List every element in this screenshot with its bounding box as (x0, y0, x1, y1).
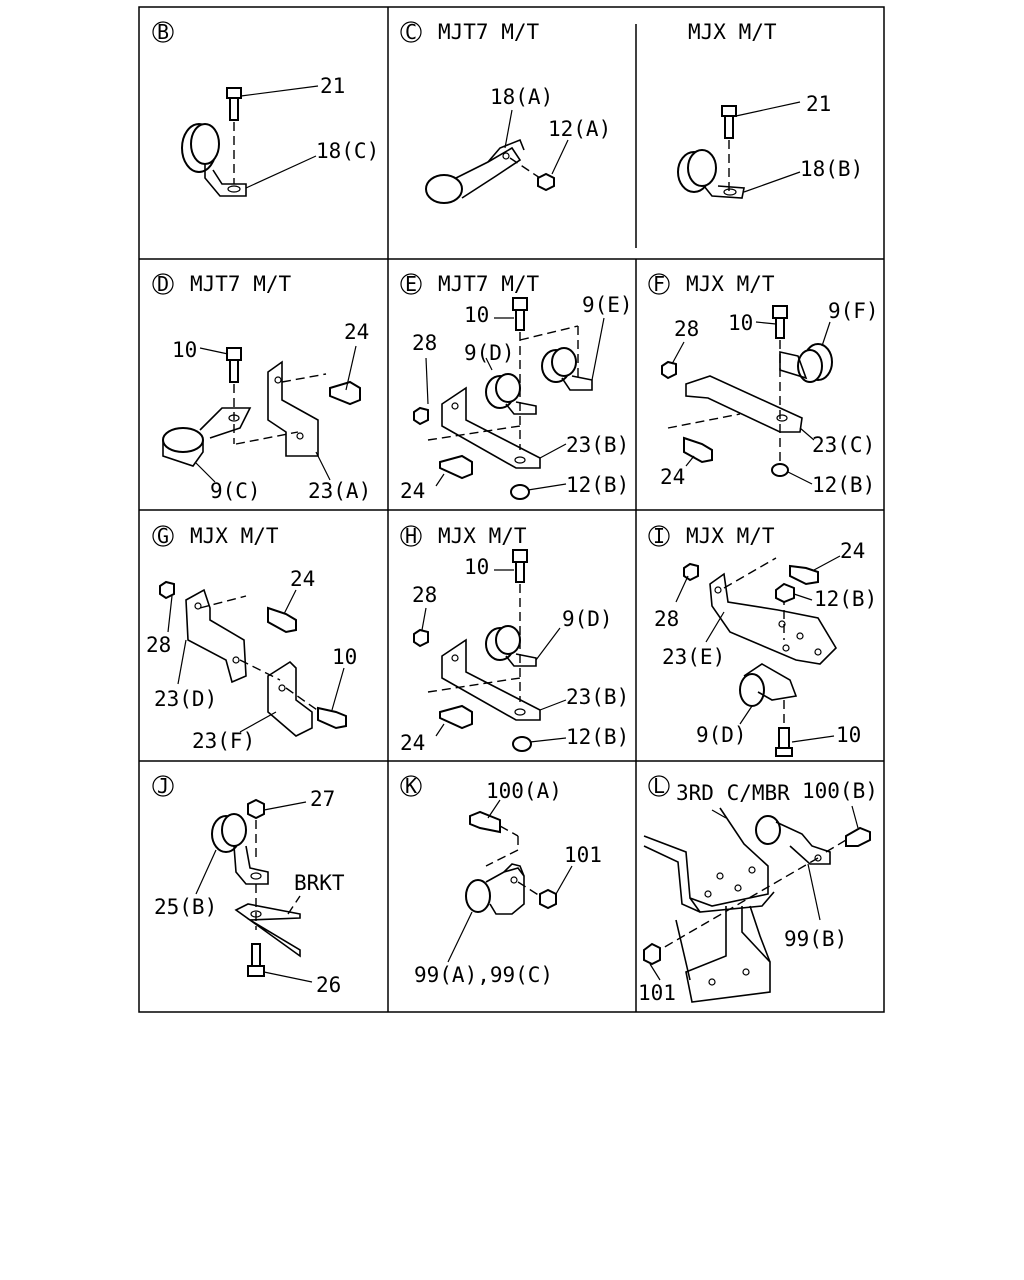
panel-letter: C (405, 20, 417, 44)
variant-label: MJX M/T (438, 524, 527, 548)
label-99b: 99(B) (784, 927, 847, 951)
label-24: 24 (840, 539, 865, 563)
label-23a: 23(A) (308, 479, 371, 503)
label-24: 24 (400, 479, 425, 503)
label-99a-99c: 99(A),99(C) (414, 963, 553, 987)
label-28: 28 (146, 633, 171, 657)
variant-label: MJX M/T (686, 524, 775, 548)
label-24: 24 (660, 465, 685, 489)
label-9f: 9(F) (828, 299, 879, 323)
panel-k: K 100(A) 101 99(A),99(C) (400, 774, 602, 987)
label-24: 24 (290, 567, 315, 591)
panel-h: H MJX M/T 10 28 9(D) 23(B) 24 12(B) (400, 524, 629, 755)
label-10: 10 (728, 311, 753, 335)
panel-letter: F (653, 272, 665, 296)
label-24: 24 (344, 320, 369, 344)
label-21: 21 (806, 92, 831, 116)
variant-label: MJX M/T (686, 272, 775, 296)
label-23c: 23(C) (812, 433, 875, 457)
label-26: 26 (316, 973, 341, 997)
panel-letter: H (405, 524, 417, 548)
label-10: 10 (332, 645, 357, 669)
label-23b: 23(B) (566, 433, 629, 457)
label-10: 10 (172, 338, 197, 362)
grid-frame (138, 6, 885, 1013)
label-23e: 23(E) (662, 645, 725, 669)
label-12b: 12(B) (812, 473, 875, 497)
panel-letter: L (653, 774, 665, 798)
label-21: 21 (320, 74, 345, 98)
label-12b: 12(B) (566, 473, 629, 497)
label-9d: 9(D) (696, 723, 747, 747)
label-18a: 18(A) (490, 85, 553, 109)
label-28: 28 (674, 317, 699, 341)
label-12a: 12(A) (548, 117, 611, 141)
variant-label: MJX M/T (688, 20, 777, 44)
label-10: 10 (464, 303, 489, 327)
label-23b: 23(B) (566, 685, 629, 709)
label-10: 10 (464, 555, 489, 579)
label-27: 27 (310, 787, 335, 811)
panel-letter: J (157, 774, 169, 798)
label-18c: 18(C) (316, 139, 379, 163)
label-12b: 12(B) (814, 587, 877, 611)
label-28: 28 (412, 583, 437, 607)
label-brkt: BRKT (294, 871, 345, 895)
label-23f: 23(F) (192, 729, 255, 753)
panel-letter: I (653, 524, 665, 548)
variant-label: MJT7 M/T (438, 20, 540, 44)
label-101: 101 (564, 843, 602, 867)
panel-letter: B (157, 20, 169, 44)
variant-label: MJX M/T (190, 524, 279, 548)
panel-i: I MJX M/T 24 28 12(B) 23(E) 9(D) (648, 524, 877, 757)
label-12b: 12(B) (566, 725, 629, 749)
panel-letter: D (157, 272, 169, 296)
label-9d: 9(D) (562, 607, 613, 631)
label-24: 24 (400, 731, 425, 755)
panel-d: D MJT7 M/T 10 24 9(C) 23(A) (152, 272, 371, 503)
variant-label: MJT7 M/T (190, 272, 292, 296)
panel-f: F MJX M/T 28 10 9(F) 23(C) 24 12(B) (648, 272, 879, 497)
label-28: 28 (412, 331, 437, 355)
label-28: 28 (654, 607, 679, 631)
panel-letter: G (157, 524, 169, 548)
label-10: 10 (836, 723, 861, 747)
label-9d: 9(D) (464, 341, 515, 365)
label-100a: 100(A) (486, 779, 562, 803)
label-9c: 9(C) (210, 479, 261, 503)
label-25b: 25(B) (154, 895, 217, 919)
note-3rd-cmbr: 3RD C/MBR (676, 781, 790, 805)
label-18b: 18(B) (800, 157, 863, 181)
panel-e: E MJT7 M/T 10 9(E) 28 9(D (400, 272, 633, 503)
panel-b: B 21 18(C) (152, 20, 379, 197)
panel-letter: E (405, 272, 417, 296)
panel-l: L 3RD C/MBR 100(B) 99(B) 101 (638, 774, 878, 1005)
label-101: 101 (638, 981, 676, 1005)
panel-c: C MJT7 M/T MJX M/T 18(A) 12(A) 21 18(B) (400, 20, 863, 204)
panel-letter: K (405, 774, 417, 798)
label-9e: 9(E) (582, 293, 633, 317)
label-100b: 100(B) (802, 779, 878, 803)
label-23d: 23(D) (154, 687, 217, 711)
panel-j: J 27 BRKT 25(B) 26 (152, 774, 345, 997)
panel-g: G MJX M/T 24 28 10 23(D) 23(F) (146, 524, 357, 753)
variant-label: MJT7 M/T (438, 272, 540, 296)
